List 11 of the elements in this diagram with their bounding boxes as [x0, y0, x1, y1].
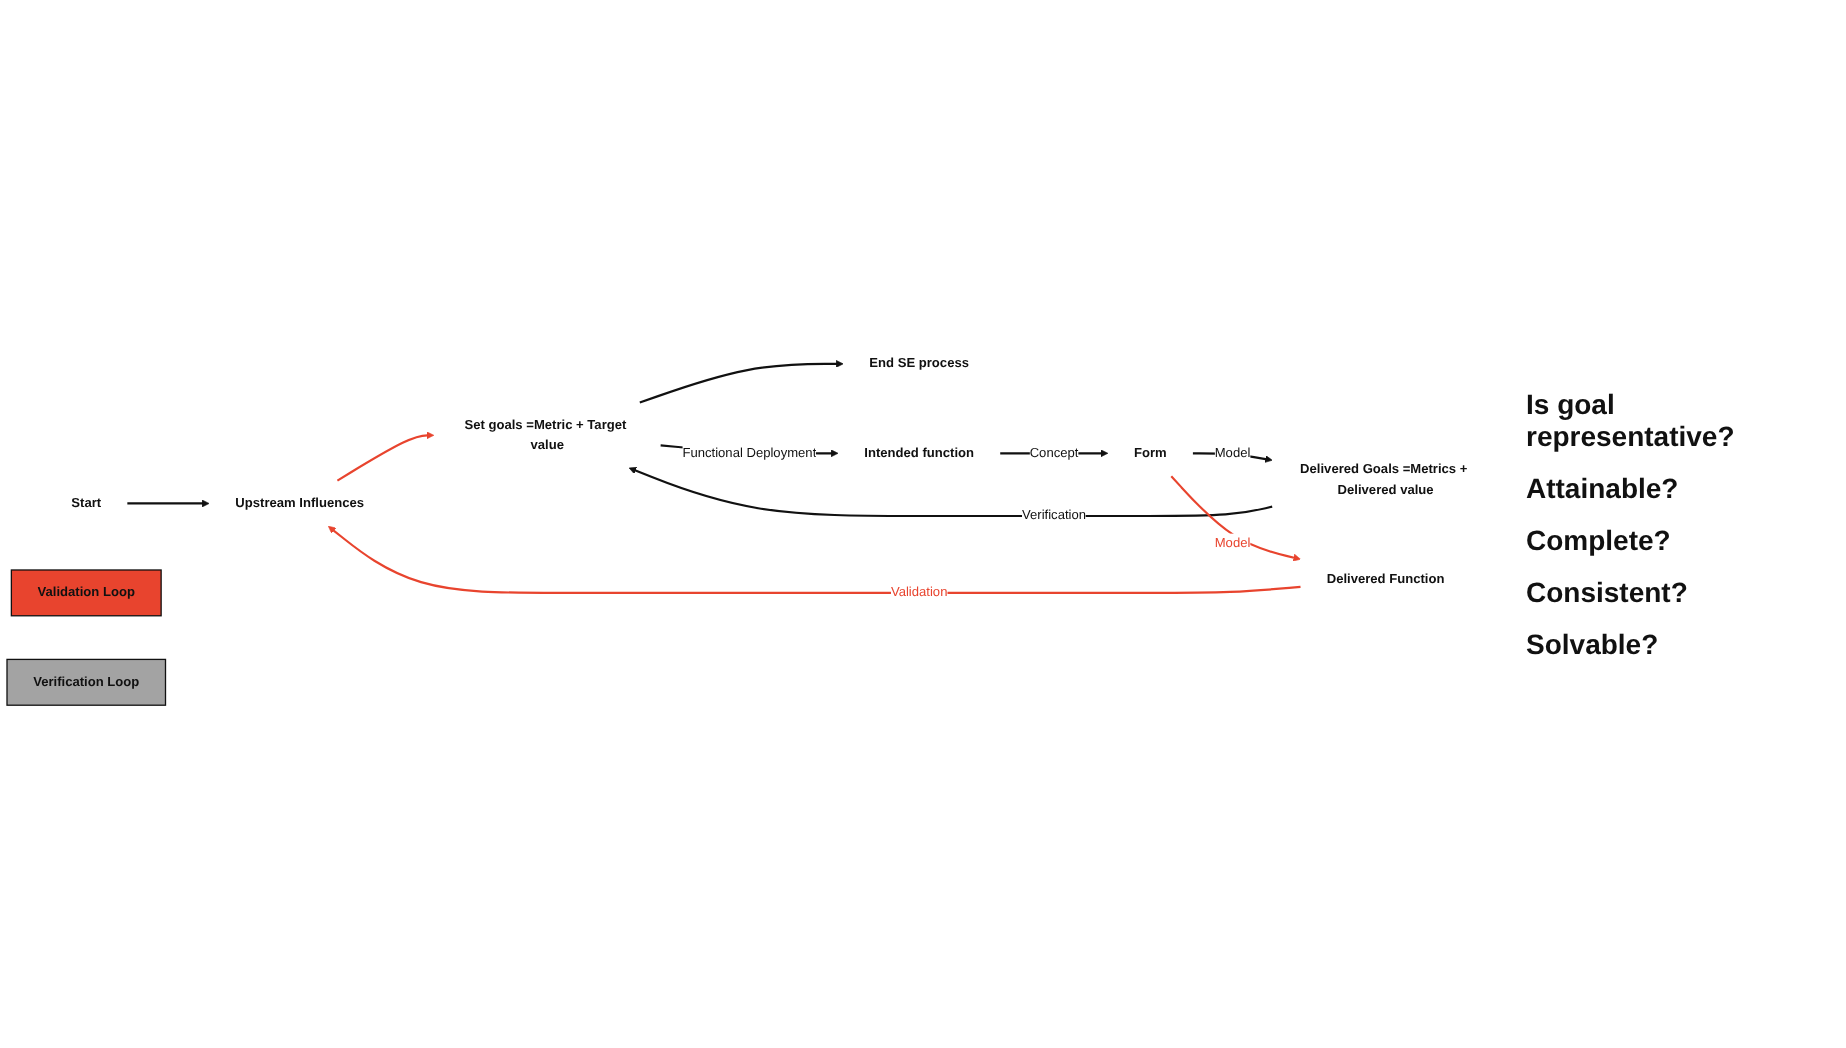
arrow [328, 526, 1301, 595]
arrow [628, 467, 1273, 518]
arrow [639, 360, 844, 405]
question-note: Consistent? [1526, 576, 1690, 608]
arrow [336, 432, 435, 483]
question-note: Complete? [1526, 524, 1673, 556]
arrow [1170, 476, 1301, 563]
question-note: Is goal representative? [1526, 388, 1737, 452]
question-note: Solvable? [1526, 628, 1661, 660]
arrow [127, 500, 210, 509]
question-note: Attainable? [1526, 472, 1681, 504]
